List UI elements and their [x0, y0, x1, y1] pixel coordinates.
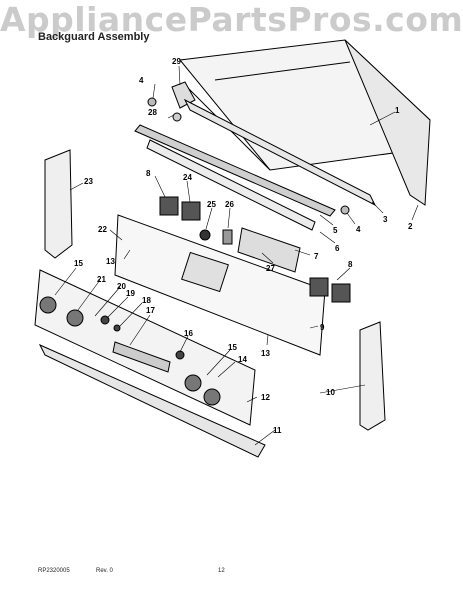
- part-switch: [331, 283, 351, 303]
- part-label-26: 26: [225, 200, 234, 209]
- part-label-12: 12: [261, 393, 270, 402]
- part-label-8a: 8: [146, 169, 151, 178]
- part-indicator: [113, 324, 121, 332]
- part-switch: [159, 196, 179, 216]
- part-end-bracket: [171, 81, 196, 109]
- part-label-13a: 13: [106, 257, 115, 266]
- part-labels: 1 2 3 4 4 5 6 7 8 8 9 10 11 12 13 13 14 …: [74, 57, 413, 435]
- part-control-knob: [203, 388, 221, 406]
- part-label-25: 25: [207, 200, 216, 209]
- part-label-21: 21: [97, 275, 106, 284]
- page-number: 12: [218, 568, 225, 574]
- part-label-19: 19: [126, 289, 135, 298]
- part-switch: [181, 201, 201, 221]
- part-label-3: 3: [383, 215, 388, 224]
- part-screw: [147, 97, 157, 107]
- revision-label: Rev. 0: [96, 568, 113, 574]
- part-control-knob: [66, 309, 84, 327]
- part-label-16: 16: [184, 329, 193, 338]
- part-screw: [340, 205, 350, 215]
- document-id: RP2320005: [38, 568, 70, 574]
- part-control-knob: [39, 296, 57, 314]
- part-label-6: 6: [335, 244, 340, 253]
- part-label-18: 18: [142, 296, 151, 305]
- part-label-15b: 15: [228, 343, 237, 352]
- part-label-22: 22: [98, 225, 107, 234]
- part-label-17: 17: [146, 306, 155, 315]
- leader-lines: [54, 65, 419, 446]
- part-label-14: 14: [238, 355, 247, 364]
- part-touchpad: [112, 341, 171, 373]
- part-label-11: 11: [273, 426, 282, 435]
- part-label-24: 24: [183, 173, 192, 182]
- part-control-knob: [184, 374, 202, 392]
- part-label-13b: 13: [261, 349, 270, 358]
- part-label-10: 10: [326, 388, 335, 397]
- part-knob: [222, 229, 233, 245]
- part-label-20: 20: [117, 282, 126, 291]
- part-label-9: 9: [320, 323, 325, 332]
- part-label-2: 2: [408, 222, 413, 231]
- part-panel-window: [181, 251, 229, 293]
- part-indicator: [175, 350, 185, 360]
- part-switch: [309, 277, 329, 297]
- part-label-7: 7: [314, 252, 319, 261]
- part-label-4b: 4: [356, 225, 361, 234]
- part-clock: [237, 227, 301, 273]
- part-label-8b: 8: [348, 260, 353, 269]
- part-label-23: 23: [84, 177, 93, 186]
- part-screw: [172, 112, 182, 122]
- part-right-endcap: [359, 321, 386, 431]
- diagram-title: Backguard Assembly: [38, 31, 150, 43]
- part-label-5: 5: [333, 226, 338, 235]
- part-label-1: 1: [395, 106, 400, 115]
- part-label-15a: 15: [74, 259, 83, 268]
- part-label-4a: 4: [139, 76, 144, 85]
- watermark: AppliancePartsPros.com: [0, 0, 463, 39]
- part-label-29: 29: [172, 57, 181, 66]
- part-label-27: 27: [266, 264, 275, 273]
- part-left-endcap: [44, 149, 73, 259]
- part-rail: [134, 98, 377, 231]
- part-label-28: 28: [148, 108, 157, 117]
- part-bottom-trim: [38, 343, 266, 458]
- part-top-trim: [179, 39, 431, 206]
- part-knob: [199, 229, 211, 241]
